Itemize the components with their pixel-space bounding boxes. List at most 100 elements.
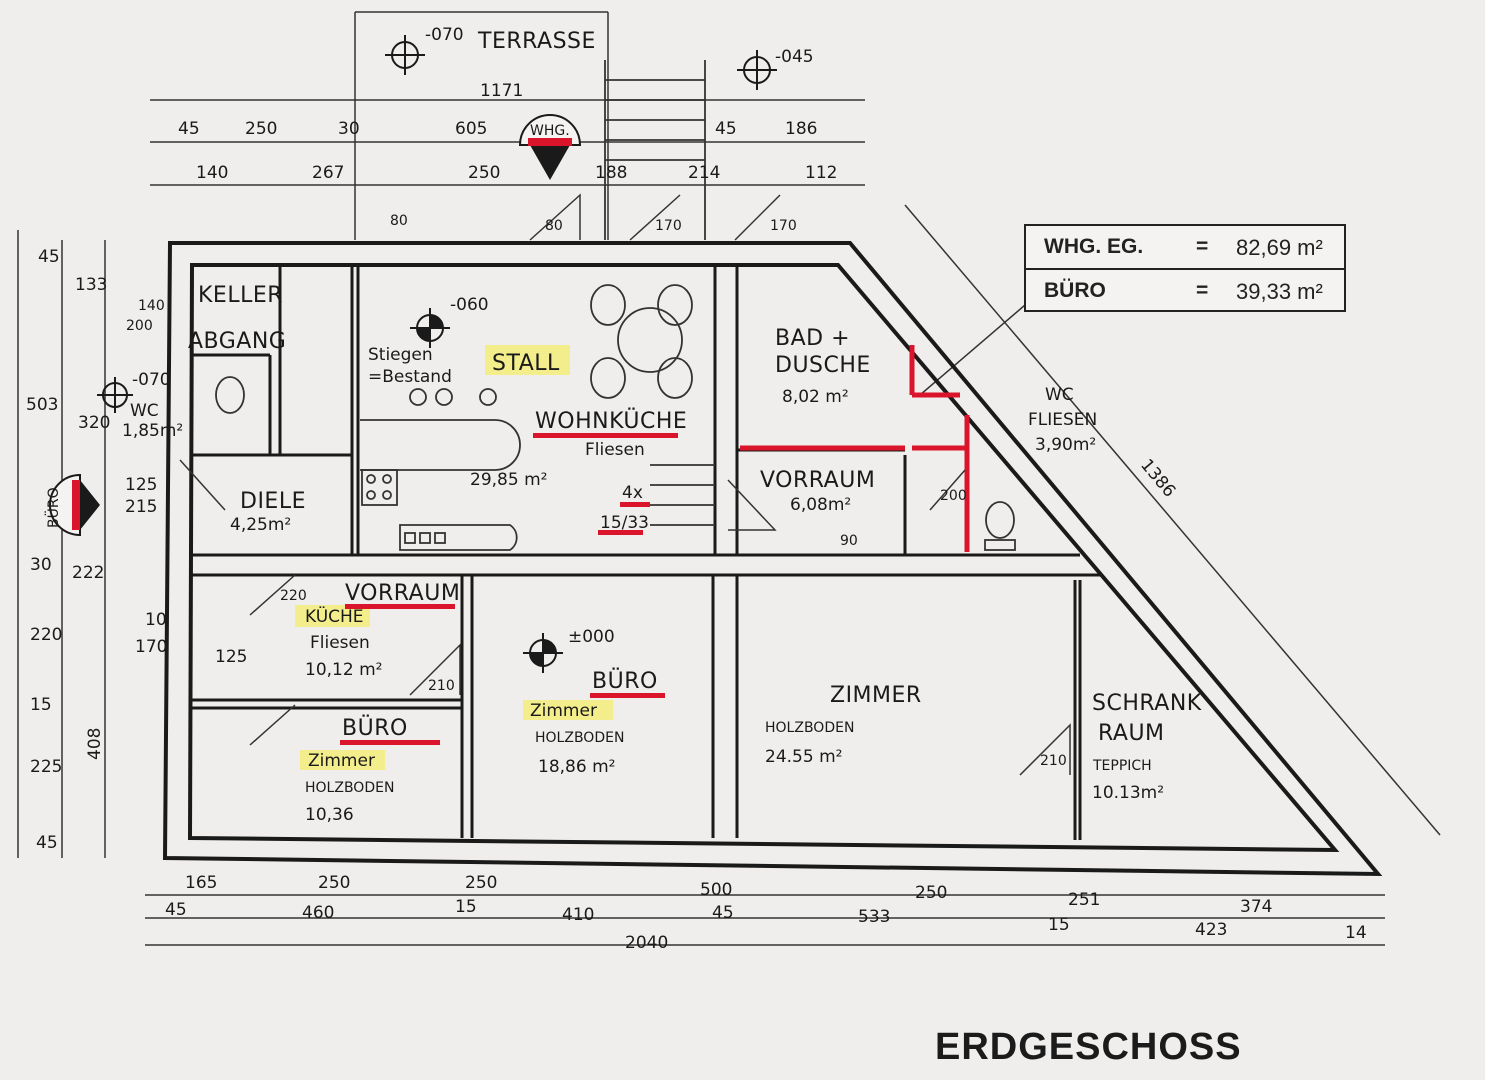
- schrank-floor: TEPPICH: [1092, 758, 1152, 774]
- dim-left-12: 45: [36, 833, 58, 853]
- schrank-area: 10.13m²: [1092, 783, 1164, 803]
- area-label: WHG. EG.: [1044, 235, 1144, 258]
- buero-mid-area: 18,86 m²: [538, 757, 615, 777]
- dim-bot2-1: 460: [302, 903, 334, 923]
- buero-marker-label: BÜRO: [44, 487, 62, 528]
- exterior-walls: [162, 241, 1383, 877]
- dim-bot2-0: 45: [165, 900, 187, 920]
- dim-bot2-7: 423: [1195, 920, 1227, 940]
- area-row-whg: WHG. EG. = 82,69 m²: [1026, 226, 1344, 270]
- entrance-markers: [49, 114, 582, 537]
- area-value: 39,33 m²: [1236, 279, 1323, 304]
- zimmer-floor: HOLZBODEN: [765, 720, 854, 736]
- dim-top1-0: 45: [178, 119, 200, 139]
- door-note-4: 210: [428, 678, 455, 694]
- dim-top1-2: 30: [338, 119, 360, 139]
- door-note-0: 140: [138, 298, 165, 314]
- wc-big-floor: FLIESEN: [1028, 410, 1097, 430]
- area-row-buero: BÜRO = 39,33 m²: [1026, 270, 1344, 310]
- door-note-8: 170: [770, 218, 797, 234]
- dim-left-15: 10: [145, 610, 167, 630]
- bad-label-2: DUSCHE: [775, 353, 871, 378]
- schrank-label-1: SCHRANK: [1092, 691, 1202, 716]
- keller-label-2: ABGANG: [188, 329, 286, 354]
- dim-left-8: 220: [30, 625, 62, 645]
- area-value: 82,69 m²: [1236, 235, 1323, 260]
- dim-top2-1: 267: [312, 163, 344, 183]
- dim-top1-5: 186: [785, 119, 817, 139]
- keller-label-1: KELLER: [198, 283, 283, 308]
- yellow-highlights: [295, 345, 613, 770]
- bad-label-1: BAD +: [775, 326, 850, 351]
- dim-bot1-5: 251: [1068, 890, 1100, 910]
- dim-left-10: 225: [30, 757, 62, 777]
- bottom-dimensions: 165 250 250 500 250 251 374 45 460 15 41…: [165, 873, 1367, 953]
- buero-mid-sub: Zimmer: [530, 701, 597, 721]
- buero-mid-floor: HOLZBODEN: [535, 730, 624, 746]
- wohnkueche-floor: Fliesen: [585, 440, 645, 460]
- kueche-label: KÜCHE: [305, 605, 364, 627]
- dim-top2-5: 112: [805, 163, 837, 183]
- door-note-2: 80: [545, 218, 563, 234]
- dim-bot1-6: 374: [1240, 897, 1272, 917]
- fixtures: [215, 60, 1016, 551]
- schrank-label-2: RAUM: [1098, 721, 1165, 746]
- area-label: BÜRO: [1044, 279, 1106, 302]
- dim-top2-3: 188: [595, 163, 627, 183]
- dim-bottom-small: 14: [1345, 923, 1367, 943]
- diele-label: DIELE: [240, 489, 306, 514]
- dim-top2-2: 250: [468, 163, 500, 183]
- dim-left-11: 408: [85, 728, 105, 760]
- door-note-9: 210: [1040, 753, 1067, 769]
- wc-big-label: WC: [1045, 385, 1074, 405]
- new-walls-red: [740, 345, 970, 552]
- dim-bot1-4: 250: [915, 883, 947, 903]
- kueche-area: 10,12 m²: [305, 660, 382, 680]
- wohnkueche-area: 29,85 m²: [470, 470, 547, 490]
- vorraum-left-label: VORRAUM: [345, 581, 460, 606]
- dim-left-2: 503: [26, 395, 58, 415]
- stiegen-level: -060: [450, 295, 489, 315]
- buero-left-label: BÜRO: [342, 715, 408, 741]
- dim-left-13: 125: [215, 647, 247, 667]
- dim-left-7: 222: [72, 563, 104, 583]
- door-note-10: 80: [390, 213, 408, 229]
- buero-left-sub: Zimmer: [308, 751, 375, 771]
- stair-count: 4x: [622, 483, 643, 503]
- interior-walls: [192, 265, 1100, 840]
- dim-bot1-2: 250: [465, 873, 497, 893]
- dim-top1-4: 45: [715, 119, 737, 139]
- door-note-6: 220: [280, 588, 307, 604]
- dim-bottom-overall: 2040: [625, 933, 668, 953]
- dim-bot2-2: 15: [455, 897, 477, 917]
- diele-area: 4,25m²: [230, 515, 291, 535]
- dim-top-overall: 1171: [480, 81, 523, 101]
- zimmer-label: ZIMMER: [830, 683, 922, 708]
- door-note-5: 200: [940, 488, 967, 504]
- level-marker-fills: [417, 315, 556, 666]
- dim-diagonal: 1386: [1136, 455, 1179, 501]
- bad-area: 8,02 m²: [782, 387, 849, 407]
- area-equals: =: [1196, 279, 1209, 302]
- terrace-label: TERRASSE: [477, 29, 596, 54]
- stall-label: STALL: [492, 351, 560, 376]
- wc-small-area: 1,85m²: [122, 421, 183, 441]
- door-note-3: 170: [655, 218, 682, 234]
- kueche-floor: Fliesen: [310, 633, 370, 653]
- stiegen-label-1: Stiegen: [368, 345, 433, 365]
- zimmer-area: 24.55 m²: [765, 747, 842, 767]
- dim-left-1: 133: [75, 275, 107, 295]
- wc-small-level: -070: [132, 370, 171, 390]
- door-width-notes: 140 200 80 170 210 200 220 90 170 210 80: [126, 213, 1067, 769]
- dim-left-0: 45: [38, 247, 60, 267]
- dim-bot2-5: 533: [858, 907, 890, 927]
- room-labels: TERRASSE -070 -045 WHG. BÜRO KELLER ABGA…: [44, 25, 1202, 825]
- whg-marker-label: WHG.: [530, 123, 570, 139]
- buero-left-floor: HOLZBODEN: [305, 780, 394, 796]
- buero-mid-label: BÜRO: [592, 668, 658, 694]
- dim-bot1-0: 165: [185, 873, 217, 893]
- dim-left-14: 170: [135, 637, 167, 657]
- dim-bot1-3: 500: [700, 880, 732, 900]
- dim-left-9: 15: [30, 695, 52, 715]
